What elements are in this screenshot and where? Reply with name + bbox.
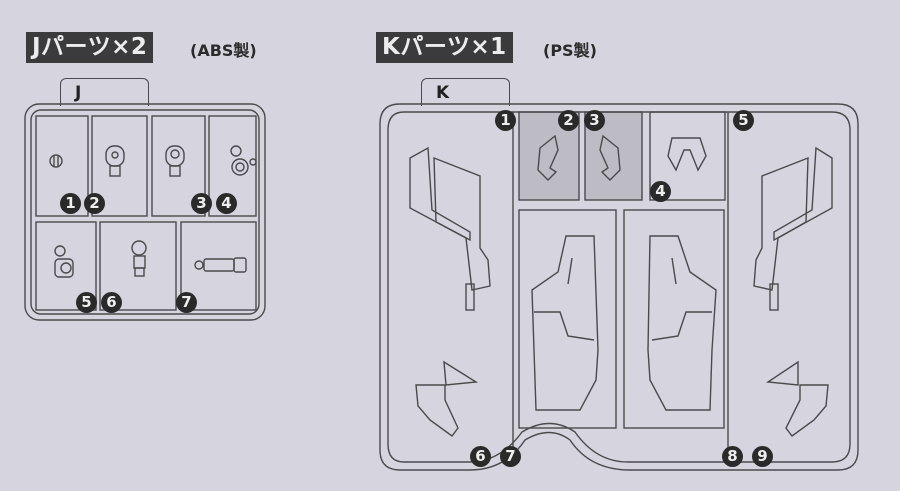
k-parts-title: Kパーツ×1	[376, 32, 513, 63]
k-part-5-shape	[753, 146, 833, 311]
j-runner-tab: J	[60, 78, 149, 106]
k-part-number-4: 4	[650, 181, 671, 202]
k-part-number-1: 1	[495, 110, 516, 131]
j-part-number-7: 7	[176, 292, 197, 313]
j-material-note: (ABS製)	[190, 41, 257, 60]
k-runner-label: K	[436, 83, 450, 103]
j-parts-title: Jパーツ×2	[26, 32, 154, 63]
j-part-3-shape	[165, 145, 185, 177]
j-part-4-shape	[230, 145, 257, 176]
k-part-3-shape	[599, 134, 621, 181]
k-part-6-shape	[415, 360, 479, 437]
j-part-7-shape	[194, 257, 247, 273]
k-part-2-shape	[537, 134, 559, 181]
k-part-number-9: 9	[752, 446, 773, 467]
j-part-number-2: 2	[84, 193, 105, 214]
k-part-1-shape	[409, 146, 491, 311]
j-part-number-6: 6	[101, 292, 122, 313]
k-material-note: (PS製)	[543, 41, 597, 60]
k-part-8-shape	[647, 235, 717, 411]
j-runner-frame	[24, 103, 266, 321]
j-part-6-shape	[131, 240, 147, 277]
j-runner-label: J	[75, 83, 82, 103]
j-part-number-4: 4	[216, 193, 237, 214]
k-part-number-5: 5	[733, 110, 754, 131]
j-part-number-5: 5	[76, 292, 97, 313]
j-part-number-3: 3	[191, 193, 212, 214]
j-part-number-1: 1	[60, 193, 81, 214]
k-part-9-shape	[765, 360, 829, 437]
k-runner-frame	[379, 103, 859, 471]
k-part-number-6: 6	[470, 446, 491, 467]
k-runner-tab: K	[421, 78, 510, 106]
j-part-5-shape	[54, 245, 74, 278]
k-part-4-shape	[667, 137, 707, 172]
k-part-number-8: 8	[722, 446, 743, 467]
k-part-7-shape	[531, 235, 599, 411]
j-part-2-shape	[105, 145, 125, 177]
k-part-number-7: 7	[500, 446, 521, 467]
k-part-number-2: 2	[558, 110, 579, 131]
k-part-number-3: 3	[584, 110, 605, 131]
j-part-1-shape	[49, 154, 63, 168]
